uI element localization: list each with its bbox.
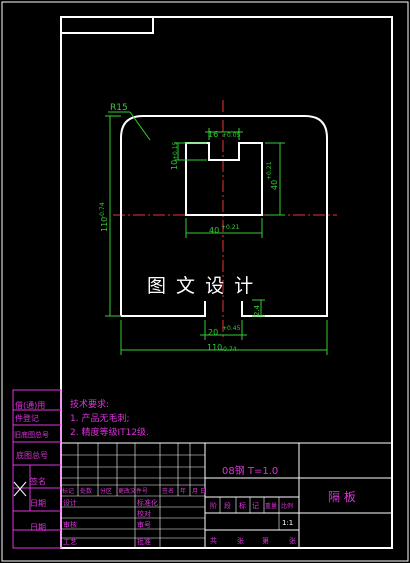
window-width-tol: +0.21 [221,224,240,231]
stage-label-1: 阶 [210,501,217,510]
window-width-label: 40 [209,226,219,235]
window-height-tol: +0.21 [266,161,273,180]
dimension-lines [105,111,328,355]
left-row-4: 底图总号 [16,450,48,460]
left-row-7: 日期 [30,523,46,532]
row-check2: 审号 [137,520,151,529]
material-label: 08钢 T=1.0 [222,464,278,477]
stage-label-3: 标 [239,501,246,510]
bottom-slot-label: 20 [208,328,218,337]
row-check: 校对 [137,509,151,518]
notes-line-1: 1. 产品无毛刺; [70,412,129,424]
sheet-label-4: 张 [289,536,296,545]
small-dim-label: 2.4 [253,304,261,316]
watermark-text: 图 文 设 计 [147,275,255,297]
header-cell-3: 分区 [100,487,112,495]
part-name: 隔 板 [328,490,356,504]
notes-title: 技术要求: [70,398,109,410]
total-width-tol: -0.74 [221,346,237,353]
slot-depth-tol: +0.15 [172,141,179,160]
stage-label-6: 比例 [281,502,293,510]
sheet-label-2: 张 [237,536,244,545]
sheet-label-1: 共 [210,536,217,545]
inner-frame [60,16,393,549]
left-row-2: 件登记 [15,413,39,423]
total-height-tol: -0.74 [99,202,106,218]
total-height-label: 110 [100,217,109,232]
header-cell-2: 处数 [80,487,92,495]
header-cell-4: 更改文件号 [118,487,148,495]
center-window [185,142,263,216]
header-cell-8: 日 [200,488,206,495]
scale-value: 1:1 [282,519,293,527]
bottom-slot-tol: +0.45 [222,325,241,332]
row-review: 审核 [63,520,77,529]
stage-label-5: 重量 [265,502,277,510]
title-block-grid [61,442,392,548]
slot-width-label: 16 [208,130,218,139]
slot-depth-label: 10 [170,160,179,170]
header-cell-6: 年 [180,487,186,495]
header-cell-7: 月 [192,488,198,495]
row-approve: 批准 [137,537,151,546]
window-height-label: 40 [270,180,279,190]
slot-width-tol: +0.05 [222,132,241,139]
notes-line-2: 2. 精度等级IT12级. [70,426,149,438]
stage-label-2: 段 [224,501,231,510]
header-cell-1: 标记 [62,487,74,495]
sheet-label-3: 第 [262,536,269,545]
left-row-3: 旧底图总号 [14,430,49,439]
stage-label-4: 记 [252,502,259,510]
revision-grid [61,443,280,548]
left-row-5: 签名 [30,476,46,486]
part-outline [120,115,328,317]
left-row-1: 借(通)用 [15,400,45,410]
row-std: 标准化 [137,498,158,507]
row-process: 工艺 [63,538,77,546]
ucs-icon [13,481,27,497]
total-width-label: 110 [207,343,222,352]
row-design: 设计 [63,498,77,507]
header-cell-5: 签名 [162,487,174,495]
code-box [61,17,154,34]
radius-label: R15 [110,103,128,113]
left-row-6: 日期 [30,499,46,508]
